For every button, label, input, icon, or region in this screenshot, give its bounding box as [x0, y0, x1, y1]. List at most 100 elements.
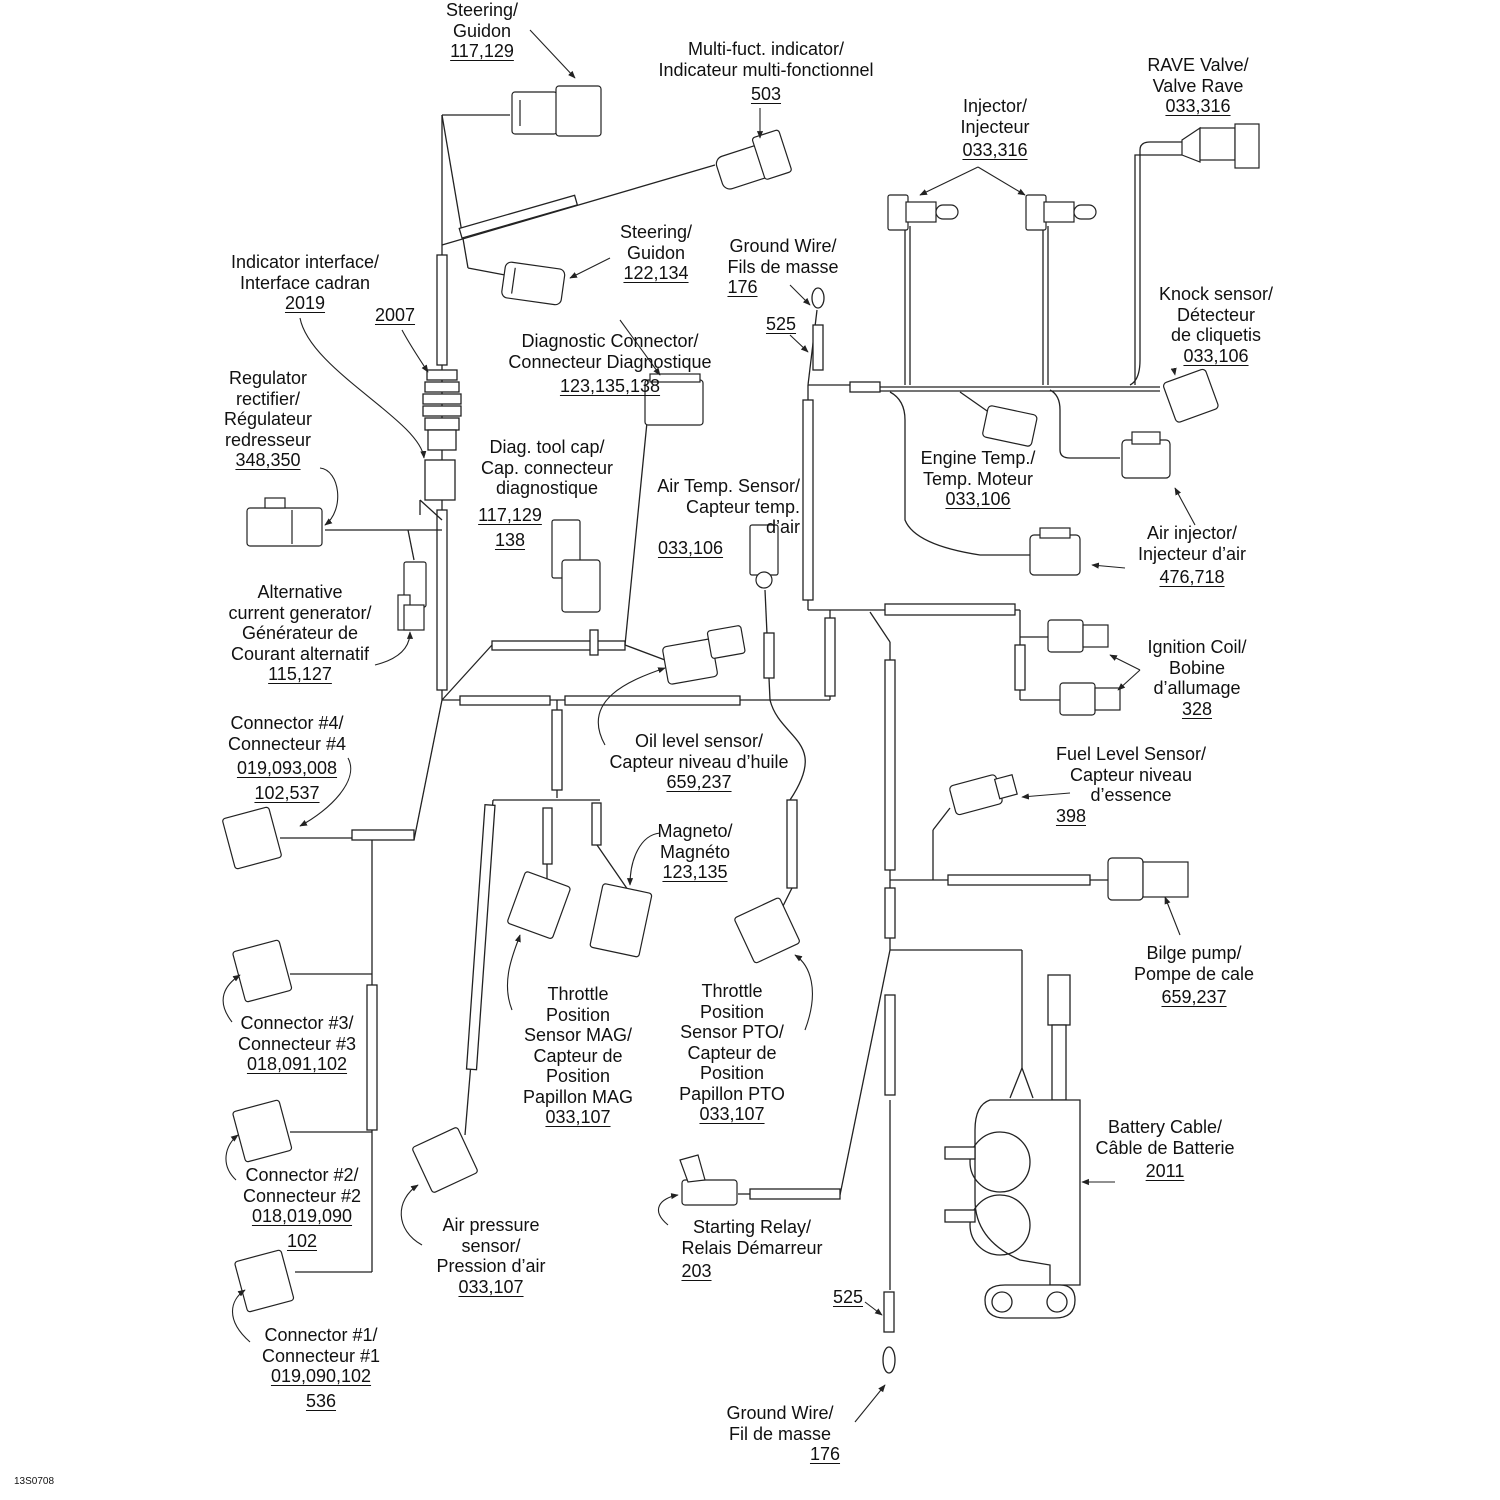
leader-arrow — [789, 334, 809, 353]
rubber-boot-2007 — [422, 369, 462, 501]
harness-sleeve — [459, 695, 551, 706]
part-number: 659,237 — [1161, 987, 1227, 1007]
leader-arrow — [222, 974, 241, 1023]
label-ground-wire-top: Ground Wire/ Fils de masse 176 — [727, 236, 839, 297]
air-temp-sensor-connector-icon — [749, 524, 779, 589]
part-number: 033,106 — [1183, 345, 1249, 366]
engine-temp-connector-icon — [982, 405, 1038, 447]
label-air-temp-sensor: Air Temp. Sensor/ Capteur temp. d’air 03… — [657, 476, 801, 558]
harness-sleeve — [465, 803, 496, 1071]
harness-sleeve — [491, 640, 626, 651]
label-bilge-pump: Bilge pump/ Pompe de cale 659,237 — [1133, 943, 1255, 1007]
part-number: 033,316 — [1165, 96, 1231, 116]
label-fuel-level-sensor: Fuel Level Sensor/ Capteur niveau d’esse… — [1055, 744, 1207, 826]
starting-relay-connector-icon — [679, 1154, 738, 1206]
steering-connector-icon — [511, 85, 602, 137]
label-steering-1: Steering/ Guidon 117,129 — [445, 0, 519, 61]
diag-tool-cap-icon — [551, 519, 601, 613]
label-ground-sleeve-bottom: 525 — [833, 1287, 863, 1308]
injector-2-icon — [1025, 194, 1097, 231]
leader-arrow — [232, 1289, 251, 1343]
leader-arrow — [619, 319, 661, 376]
leader-arrow — [1174, 487, 1196, 526]
figure-code: 13S0708 — [14, 1476, 55, 1487]
label-magneto: Magneto/ Magnéto 123,135 — [657, 821, 733, 882]
leader-arrow — [400, 1184, 423, 1246]
label-ground-wire-bottom: Ground Wire/ Fil de masse 176 — [726, 1403, 841, 1464]
part-number: 203 — [681, 1261, 712, 1281]
label-diag-tool-cap-parts: 117,129 138 — [478, 505, 542, 550]
part-number: 138 — [494, 529, 526, 550]
harness-sleeve — [551, 709, 563, 791]
part-number: 525 — [832, 1287, 864, 1307]
harness-sleeve — [436, 254, 448, 366]
harness-sleeve — [786, 799, 798, 889]
part-number: 176 — [809, 1444, 841, 1464]
leader-arrow — [597, 667, 666, 746]
harness-sleeve — [351, 829, 415, 841]
part-number: 033,107 — [699, 1104, 765, 1124]
label-air-pressure-sensor: Air pressure sensor/ Pression d’air 033,… — [436, 1215, 546, 1297]
magneto-connector-icon — [589, 883, 653, 958]
leader-arrow — [1021, 792, 1071, 800]
label-multi-function-indicator: Multi-fuct. indicator/ Indicateur multi-… — [658, 39, 874, 104]
steering-connector-2-icon — [501, 261, 566, 306]
leader-arrow — [569, 257, 611, 279]
connector-1-icon — [234, 1249, 295, 1313]
part-number: 2007 — [374, 305, 416, 325]
harness-sleeve — [564, 695, 741, 706]
rave-valve-connector-icon — [1181, 123, 1260, 169]
tps-pto-connector-icon — [734, 897, 800, 964]
leader-arrow — [1164, 896, 1181, 936]
label-boot-2007: 2007 — [375, 305, 415, 326]
leader-arrow — [794, 954, 813, 1031]
leader-arrow — [1091, 562, 1126, 569]
part-number: 2019 — [284, 293, 326, 313]
harness-sleeve — [542, 807, 553, 865]
multi-function-indicator-connector-icon — [715, 129, 792, 190]
harness-sleeve — [436, 509, 448, 691]
leader-arrow — [919, 166, 979, 196]
label-diag-tool-cap: Diag. tool cap/ Cap. connecteur diagnost… — [480, 437, 614, 498]
ring-terminal — [811, 287, 825, 309]
harness-sleeve — [824, 617, 836, 697]
air-injector-connector-icon-1 — [1121, 431, 1171, 479]
harness-sleeve — [884, 887, 896, 939]
leader-arrow — [1117, 669, 1141, 691]
knock-sensor-connector-icon — [1163, 368, 1219, 423]
harness-sleeve — [884, 994, 896, 1096]
harness-sleeve — [458, 194, 579, 239]
label-steering-2: Steering/ Guidon 122,134 — [619, 222, 693, 283]
part-number: 398 — [1055, 805, 1086, 826]
label-ac-generator: Alternative current generator/ Générateu… — [228, 582, 372, 684]
diagnostic-connector-icon — [644, 373, 704, 426]
battery-cable-drawing — [944, 974, 1081, 1319]
label-rave-valve: RAVE Valve/ Valve Rave 033,316 — [1147, 55, 1249, 116]
label-indicator-interface: Indicator interface/ Interface cadran 20… — [230, 252, 380, 313]
leader-arrow — [401, 329, 429, 373]
part-number: 536 — [305, 1390, 337, 1411]
part-number: 115,127 — [268, 664, 332, 684]
leader-arrow — [506, 934, 521, 1011]
part-number: 033,106 — [945, 489, 1011, 509]
part-number: 348,350 — [235, 450, 301, 470]
part-number: 176 — [727, 277, 758, 297]
leader-arrow — [529, 29, 576, 79]
connector-3-icon — [232, 939, 293, 1003]
leader-arrow — [864, 1301, 883, 1316]
label-tps-mag: Throttle Position Sensor MAG/ Capteur de… — [522, 984, 634, 1127]
harness-sleeve — [884, 603, 1016, 616]
part-number: 102 — [286, 1230, 318, 1251]
part-number: 033,107 — [545, 1107, 611, 1127]
tps-mag-connector-icon — [507, 871, 571, 939]
leader-arrow — [299, 757, 352, 827]
part-number: 525 — [765, 314, 797, 334]
leader-arrow — [225, 1134, 239, 1181]
label-regulator-rectifier: Regulator rectifier/ Régulateur redresse… — [223, 368, 313, 470]
part-number: 033,316 — [962, 140, 1028, 160]
ac-generator-connector-icon — [397, 561, 427, 631]
connector-2-icon — [232, 1099, 293, 1163]
ring-terminal — [882, 1346, 896, 1374]
label-starting-relay: Starting Relay/ Relais Démarreur 203 — [681, 1217, 823, 1281]
